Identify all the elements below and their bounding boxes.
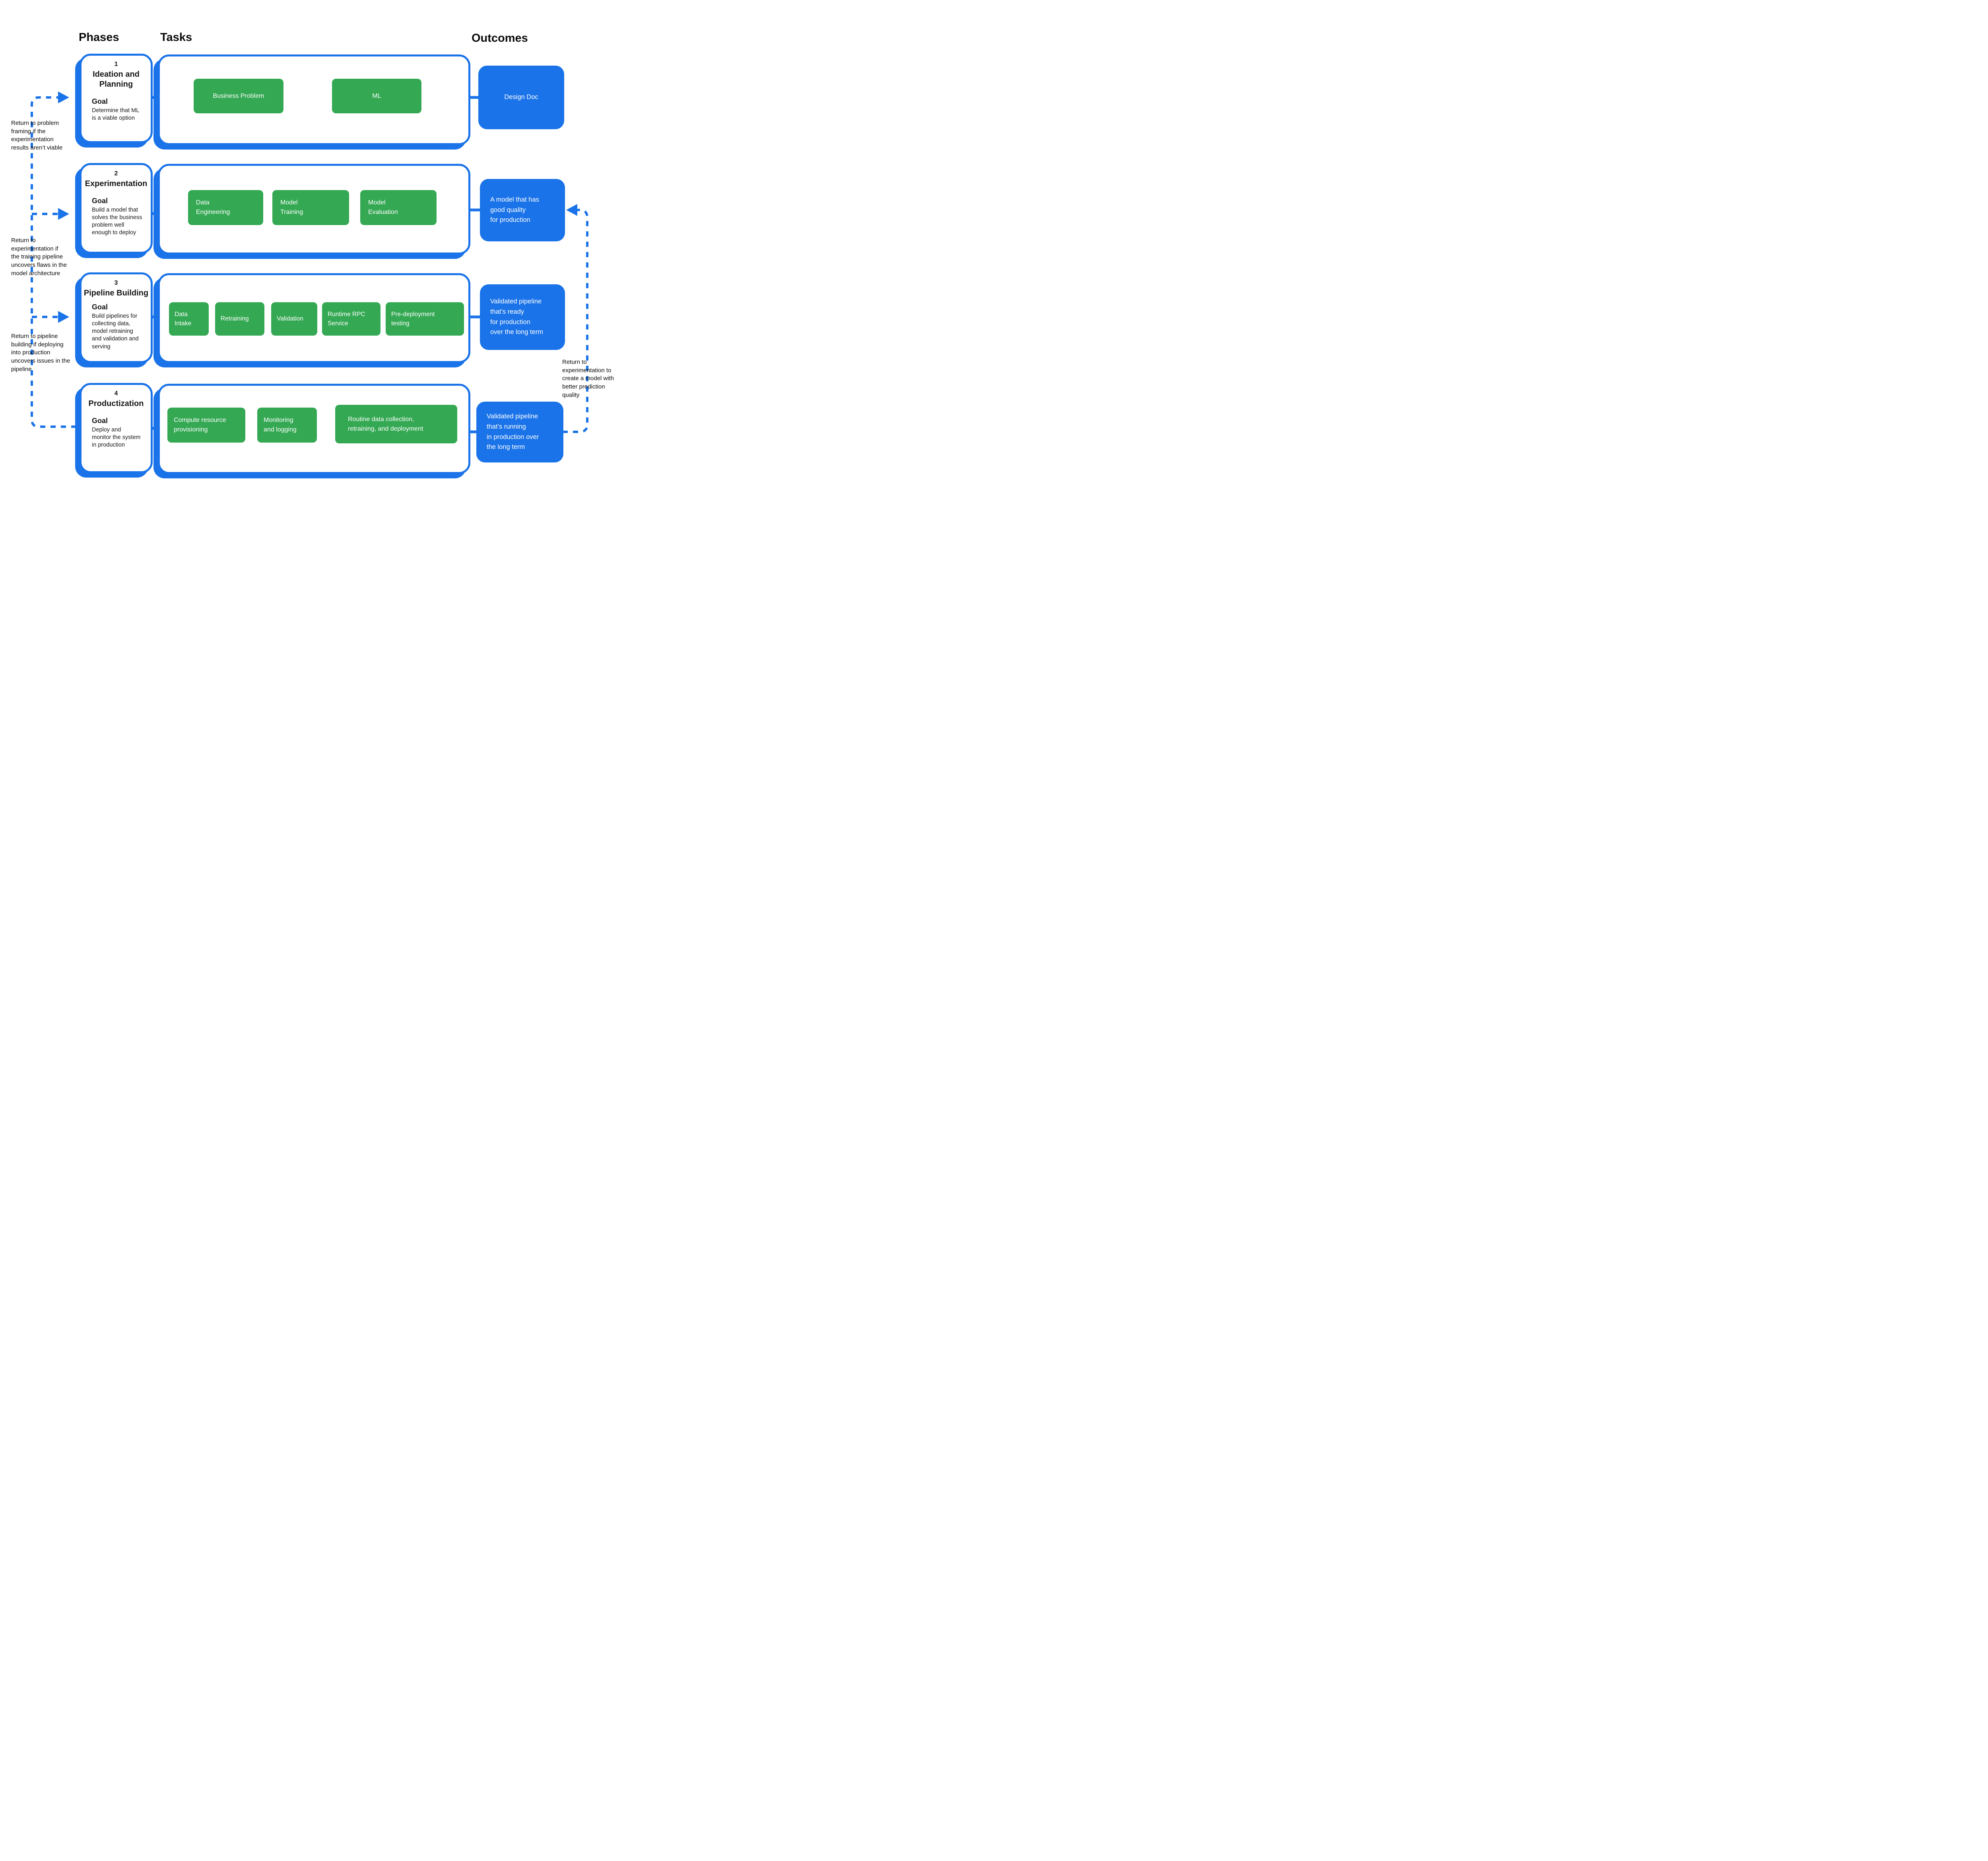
feedback-arrowheads <box>58 91 577 323</box>
phase-number: 1 <box>114 61 118 68</box>
column-header-phases: Phases <box>79 31 119 44</box>
feedback-path-left <box>31 96 76 428</box>
phase-goal-text: Build pipelines for collecting data, mod… <box>92 313 139 350</box>
task-box-compute-resource-provisioning: Compute resource provisioning <box>167 408 245 443</box>
phase-goal-text: Deploy and monitor the system in product… <box>92 427 141 449</box>
arrow-right-icon <box>58 91 69 103</box>
phase-goal-label: Goal <box>92 417 108 425</box>
outcome-validated-pipeline-ready: Validated pipeline that’s ready for prod… <box>480 284 565 350</box>
phase-goal-label: Goal <box>92 197 108 205</box>
task-box-ml: ML <box>332 79 421 113</box>
phase-card-experimentation: 2 Experimentation Goal Build a model tha… <box>80 163 153 254</box>
phase-title: Pipeline Building <box>83 289 149 297</box>
solid-connectors <box>149 96 482 433</box>
task-box-retraining: Retraining <box>215 302 264 336</box>
phase-goal-label: Goal <box>92 97 108 105</box>
task-box-validation: Validation <box>271 302 317 336</box>
arrow-right-icon <box>58 208 69 220</box>
task-box-model-evaluation: Model Evaluation <box>360 190 437 225</box>
arrow-right-icon <box>58 311 69 323</box>
task-box-routine-collection-retraining-deployment: Routine data collection, retraining, and… <box>335 405 457 443</box>
outcome-model-good-quality: A model that has good quality for produc… <box>480 179 565 241</box>
phase-title: Experimentation <box>85 179 148 188</box>
note-return-problem-framing: Return to problem framing if the experim… <box>11 120 63 152</box>
phase-card-productization: 4 Productization Goal Deploy and monitor… <box>80 383 153 473</box>
task-box-runtime-rpc-service: Runtime RPC Service <box>322 302 381 336</box>
phase-card-ideation: 1 Ideation and Planning Goal Determine t… <box>80 54 153 143</box>
phase-goal-text: Determine that ML is a viable option <box>92 107 140 122</box>
task-box-monitoring-logging: Monitoring and logging <box>257 408 317 443</box>
feedback-paths <box>31 96 588 433</box>
task-box-data-intake: Data Intake <box>169 302 209 336</box>
column-header-tasks: Tasks <box>160 31 192 44</box>
note-return-experimentation-quality: Return to experimentation to create a mo… <box>562 359 614 398</box>
phase-number: 4 <box>114 390 118 397</box>
note-return-pipeline-building: Return to pipeline building if deploying… <box>11 333 70 373</box>
task-box-data-engineering: Data Engineering <box>188 190 263 225</box>
task-connectors <box>206 95 389 426</box>
phase-number: 2 <box>114 170 118 177</box>
phase-goal-label: Goal <box>92 303 108 311</box>
phase-title: Ideation and Planning <box>93 70 140 89</box>
phase-card-pipeline-building: 3 Pipeline Building Goal Build pipelines… <box>80 272 153 363</box>
note-return-experimentation: Return to experimentation if the trainin… <box>11 237 67 277</box>
column-header-outcomes: Outcomes <box>472 32 528 45</box>
arrow-left-icon <box>566 204 577 216</box>
phase-number: 3 <box>114 280 118 286</box>
task-box-predeployment-testing: Pre-deployment testing <box>386 302 464 336</box>
phase-title: Productization <box>88 399 144 408</box>
task-box-model-training: Model Training <box>272 190 349 225</box>
mlops-phases-diagram: Phases Tasks Outcomes 1 Ideation and Pla… <box>0 0 623 514</box>
phase-goal-text: Build a model that solves the business p… <box>92 207 142 236</box>
outcome-design-doc: Design Doc <box>478 66 564 129</box>
task-box-business-problem: Business Problem <box>194 79 283 113</box>
outcome-validated-pipeline-running: Validated pipeline that’s running in pro… <box>476 402 563 462</box>
